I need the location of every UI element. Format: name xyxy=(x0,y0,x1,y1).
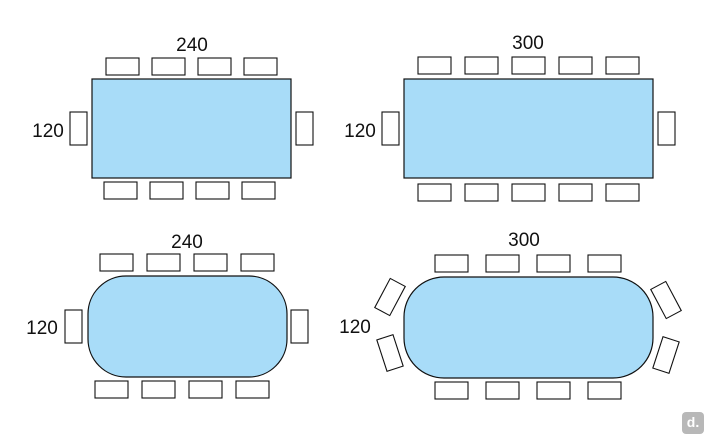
diagram-rect-240: 240 120 xyxy=(32,35,314,200)
chair xyxy=(381,111,400,146)
chair xyxy=(243,57,278,76)
chair xyxy=(434,254,469,273)
length-label: 240 xyxy=(176,35,208,56)
diagram-rect-300: 300 120 xyxy=(344,33,676,202)
table-top xyxy=(87,275,288,378)
chair xyxy=(464,56,499,75)
chair xyxy=(64,309,83,344)
chair xyxy=(149,181,184,200)
chair xyxy=(417,56,452,75)
brand-logo: d. xyxy=(682,412,704,434)
chair xyxy=(69,111,88,146)
chair xyxy=(141,380,176,399)
chair xyxy=(434,381,469,400)
table-top xyxy=(403,78,654,179)
chair xyxy=(197,57,232,76)
chair xyxy=(485,381,520,400)
chair xyxy=(241,181,276,200)
chair xyxy=(587,381,622,400)
chair xyxy=(374,277,406,317)
length-label: 240 xyxy=(171,232,203,253)
chair xyxy=(193,253,228,272)
chair xyxy=(417,183,452,202)
table-top xyxy=(403,276,654,379)
chair xyxy=(536,381,571,400)
width-label: 120 xyxy=(344,121,376,142)
chair xyxy=(235,380,270,399)
chair xyxy=(240,253,275,272)
chair xyxy=(188,380,223,399)
chair xyxy=(376,333,404,373)
diagram-round-240: 240 120 xyxy=(26,232,309,399)
chair xyxy=(652,335,680,375)
diagram-round-300: 300 120 xyxy=(339,230,682,400)
length-label: 300 xyxy=(512,33,544,54)
chair xyxy=(650,280,682,320)
chair xyxy=(536,254,571,273)
width-label: 120 xyxy=(26,318,58,339)
chair xyxy=(605,56,640,75)
chair xyxy=(103,181,138,200)
chair xyxy=(464,183,499,202)
chair xyxy=(485,254,520,273)
chair xyxy=(657,111,676,146)
chair xyxy=(558,183,593,202)
chair xyxy=(94,380,129,399)
chair xyxy=(99,253,134,272)
width-label: 120 xyxy=(339,317,371,338)
chair xyxy=(295,111,314,146)
chair xyxy=(290,309,309,344)
chair xyxy=(511,183,546,202)
chair xyxy=(558,56,593,75)
length-label: 300 xyxy=(508,230,540,251)
chair xyxy=(511,56,546,75)
chair xyxy=(587,254,622,273)
table-top xyxy=(91,78,292,179)
chair xyxy=(195,181,230,200)
chair xyxy=(151,57,186,76)
chair xyxy=(146,253,181,272)
chair xyxy=(105,57,140,76)
chair xyxy=(605,183,640,202)
width-label: 120 xyxy=(32,121,64,142)
